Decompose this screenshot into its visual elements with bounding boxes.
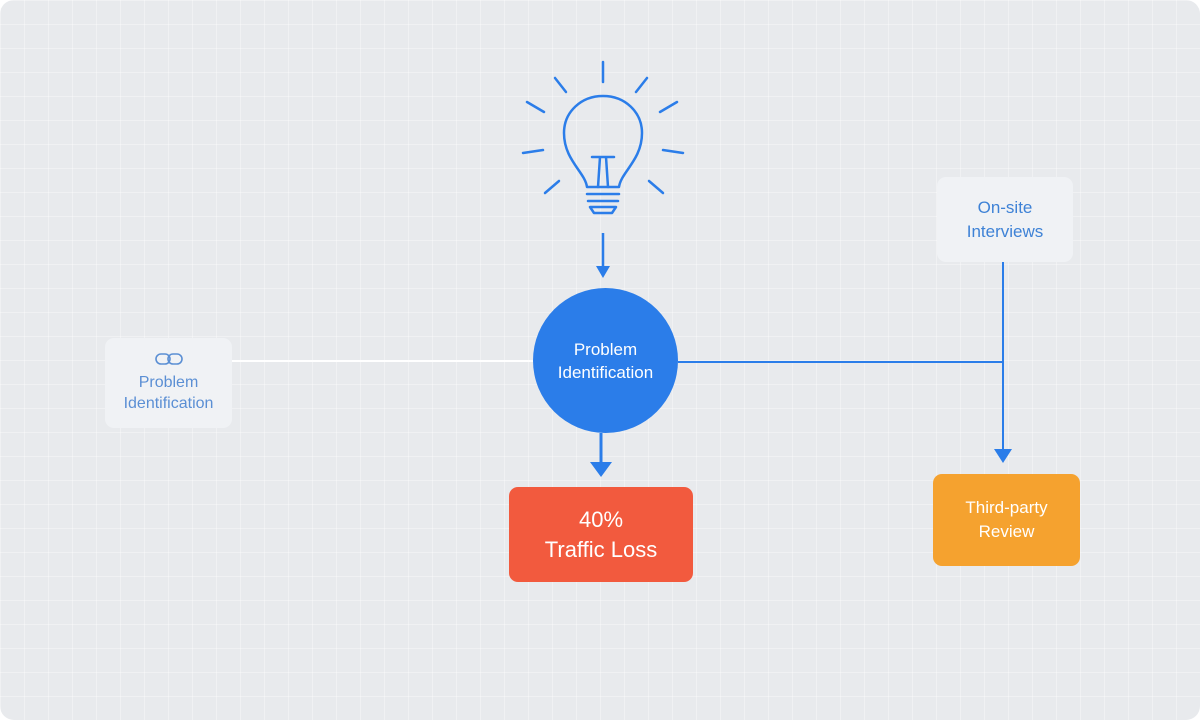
left-node-line1: Problem (138, 374, 199, 391)
center-node-line2: Identification (557, 362, 654, 382)
center-node-line1: Problem (573, 339, 638, 359)
center-node-problem-identification[interactable]: Problem Identification (533, 288, 678, 433)
arrow-head-traffic (590, 462, 612, 477)
bottom-right-node-line2: Review (978, 522, 1035, 541)
left-node-problem-identification[interactable]: Problem Identification (105, 338, 232, 428)
bottom-node-line1: 40% (578, 506, 624, 532)
arrow-head-review (994, 449, 1012, 463)
bottom-right-node-third-party-review[interactable]: Third-party Review (933, 474, 1080, 566)
bottom-right-node-line1: Third-party (965, 498, 1048, 517)
chain-link-icon (154, 353, 183, 365)
arrow-head-idea (596, 266, 610, 278)
left-node-line2: Identification (123, 395, 214, 412)
top-right-node-line1: On-site (977, 197, 1033, 217)
top-right-node-line2: Interviews (966, 221, 1044, 241)
top-right-node-onsite-interviews[interactable]: On-site Interviews (937, 177, 1073, 262)
bottom-node-line2: Traffic Loss (544, 536, 658, 562)
bottom-node-traffic-loss[interactable]: 40% Traffic Loss (509, 487, 693, 582)
lightbulb-icon (521, 60, 685, 215)
